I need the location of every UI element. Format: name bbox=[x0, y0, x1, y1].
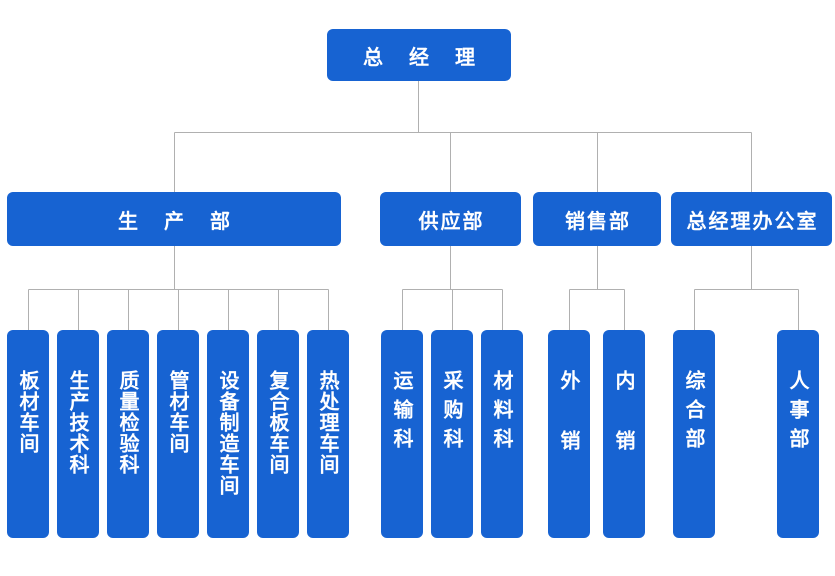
node-label: 设备制造车间 bbox=[216, 370, 240, 496]
node-label: 生产部 bbox=[118, 208, 256, 233]
node-heat-treatment-workshop: 热处理车间 bbox=[307, 330, 349, 538]
node-pipe-workshop: 管材车间 bbox=[157, 330, 199, 538]
node-label: 供应部 bbox=[418, 208, 485, 233]
node-label: 销售部 bbox=[565, 208, 631, 233]
node-plate-workshop: 板材车间 bbox=[7, 330, 49, 538]
node-quality-inspection-section: 质量检验科 bbox=[107, 330, 149, 538]
node-general-manager: 总经理 bbox=[327, 29, 511, 81]
node-domestic-sales: 内销 bbox=[603, 330, 645, 538]
node-materials-section: 材料科 bbox=[481, 330, 523, 538]
node-label: 人事部 bbox=[786, 370, 810, 457]
node-label: 热处理车间 bbox=[316, 370, 340, 475]
node-equipment-manufacturing-workshop: 设备制造车间 bbox=[207, 330, 249, 538]
node-label: 管材车间 bbox=[166, 370, 190, 454]
node-label: 复合板车间 bbox=[266, 370, 290, 475]
node-label: 内销 bbox=[612, 370, 636, 490]
node-hr-dept: 人事部 bbox=[777, 330, 819, 538]
node-label: 生产技术科 bbox=[66, 370, 90, 475]
node-label: 质量检验科 bbox=[116, 370, 140, 475]
node-export-sales: 外销 bbox=[548, 330, 590, 538]
node-gm-office: 总经理办公室 bbox=[671, 192, 832, 246]
node-label: 总经理办公室 bbox=[686, 208, 819, 233]
node-production-tech-section: 生产技术科 bbox=[57, 330, 99, 538]
node-label: 综合部 bbox=[682, 370, 706, 457]
node-label: 采购科 bbox=[440, 370, 464, 457]
node-label: 板材车间 bbox=[16, 370, 40, 454]
node-label: 外销 bbox=[557, 370, 581, 490]
node-supply-dept: 供应部 bbox=[380, 192, 521, 246]
node-label: 运输科 bbox=[390, 370, 414, 457]
node-purchasing-section: 采购科 bbox=[431, 330, 473, 538]
node-production-dept: 生产部 bbox=[7, 192, 341, 246]
node-general-affairs-dept: 综合部 bbox=[673, 330, 715, 538]
node-label: 总经理 bbox=[363, 44, 501, 69]
node-label: 材料科 bbox=[490, 370, 514, 457]
node-transport-section: 运输科 bbox=[381, 330, 423, 538]
node-composite-plate-workshop: 复合板车间 bbox=[257, 330, 299, 538]
node-sales-dept: 销售部 bbox=[533, 192, 661, 246]
